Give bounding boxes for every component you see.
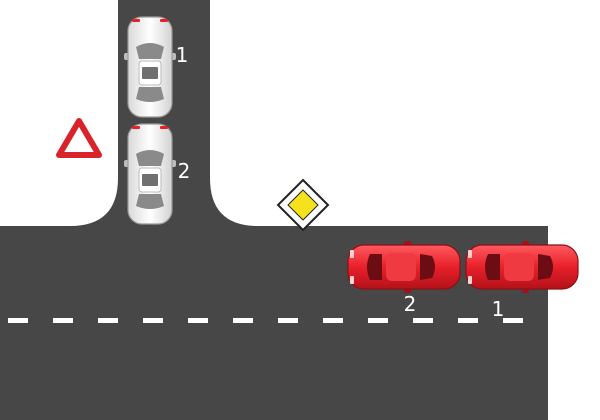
red-car-1: [465, 241, 579, 293]
lane-dash: [413, 318, 433, 323]
give-way-warning-triangle-icon: [56, 118, 102, 158]
lane-dash: [233, 318, 253, 323]
white-car-1: [124, 16, 176, 118]
priority-road-diamond-icon: [276, 178, 330, 232]
road-surface: [0, 0, 548, 420]
lane-dash: [278, 318, 298, 323]
car-light: [350, 276, 354, 284]
white-car-1-label: 1: [176, 43, 189, 67]
car-light: [160, 126, 168, 129]
car-rear-window: [136, 194, 164, 209]
car-windshield: [136, 150, 164, 166]
car-light: [160, 19, 168, 22]
car-windshield: [420, 254, 435, 280]
car-roof: [386, 253, 416, 281]
car-light: [132, 19, 140, 22]
car-light: [350, 250, 354, 258]
lane-dash: [503, 318, 523, 323]
white-car-2-label: 2: [178, 159, 191, 183]
lane-dash: [323, 318, 343, 323]
car-light: [468, 276, 472, 284]
white-car-2: [124, 123, 176, 225]
lane-dash: [98, 318, 118, 323]
lane-center-line: [8, 318, 523, 323]
lane-dash: [53, 318, 73, 323]
car-rear-window: [367, 254, 382, 280]
car-rear-window: [485, 254, 500, 280]
car-windshield: [538, 254, 553, 280]
car-sunroof: [142, 67, 158, 79]
red-car-2: [347, 241, 461, 293]
lane-dash: [458, 318, 478, 323]
car-light: [468, 250, 472, 258]
car-roof: [504, 253, 534, 281]
lane-dash: [143, 318, 163, 323]
car-sunroof: [142, 174, 158, 186]
lane-dash: [8, 318, 28, 323]
car-light: [132, 126, 140, 129]
lane-dash: [368, 318, 388, 323]
red-car-2-label: 2: [404, 292, 417, 316]
car-windshield: [136, 43, 164, 59]
lane-dash: [188, 318, 208, 323]
car-rear-window: [136, 87, 164, 102]
red-car-1-label: 1: [492, 297, 505, 321]
